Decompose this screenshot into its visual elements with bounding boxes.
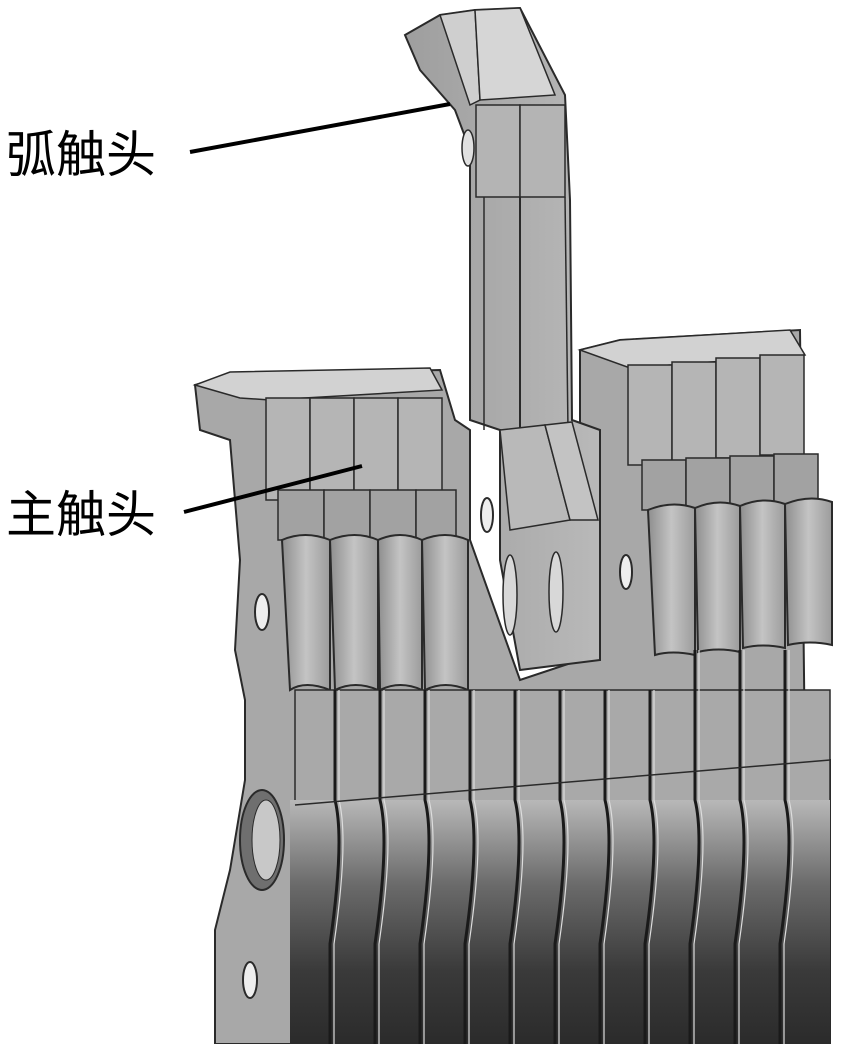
leader-line-arc-contact <box>189 102 451 154</box>
main-contact-right-stack <box>577 329 833 657</box>
main-contact-left-stack <box>192 367 469 692</box>
hole-left-large-inner <box>251 799 281 881</box>
arc-contact-label: 弧触头 <box>6 126 156 184</box>
lower-finger-band <box>290 650 831 1044</box>
main-contact-label: 主触头 <box>6 486 156 544</box>
hole-left-upper <box>254 593 270 631</box>
hole-center <box>480 497 494 533</box>
leader-line-main-contact <box>183 464 363 514</box>
hole-right <box>619 554 633 590</box>
arc-contact <box>403 6 601 672</box>
hole-left-lower <box>242 961 258 999</box>
